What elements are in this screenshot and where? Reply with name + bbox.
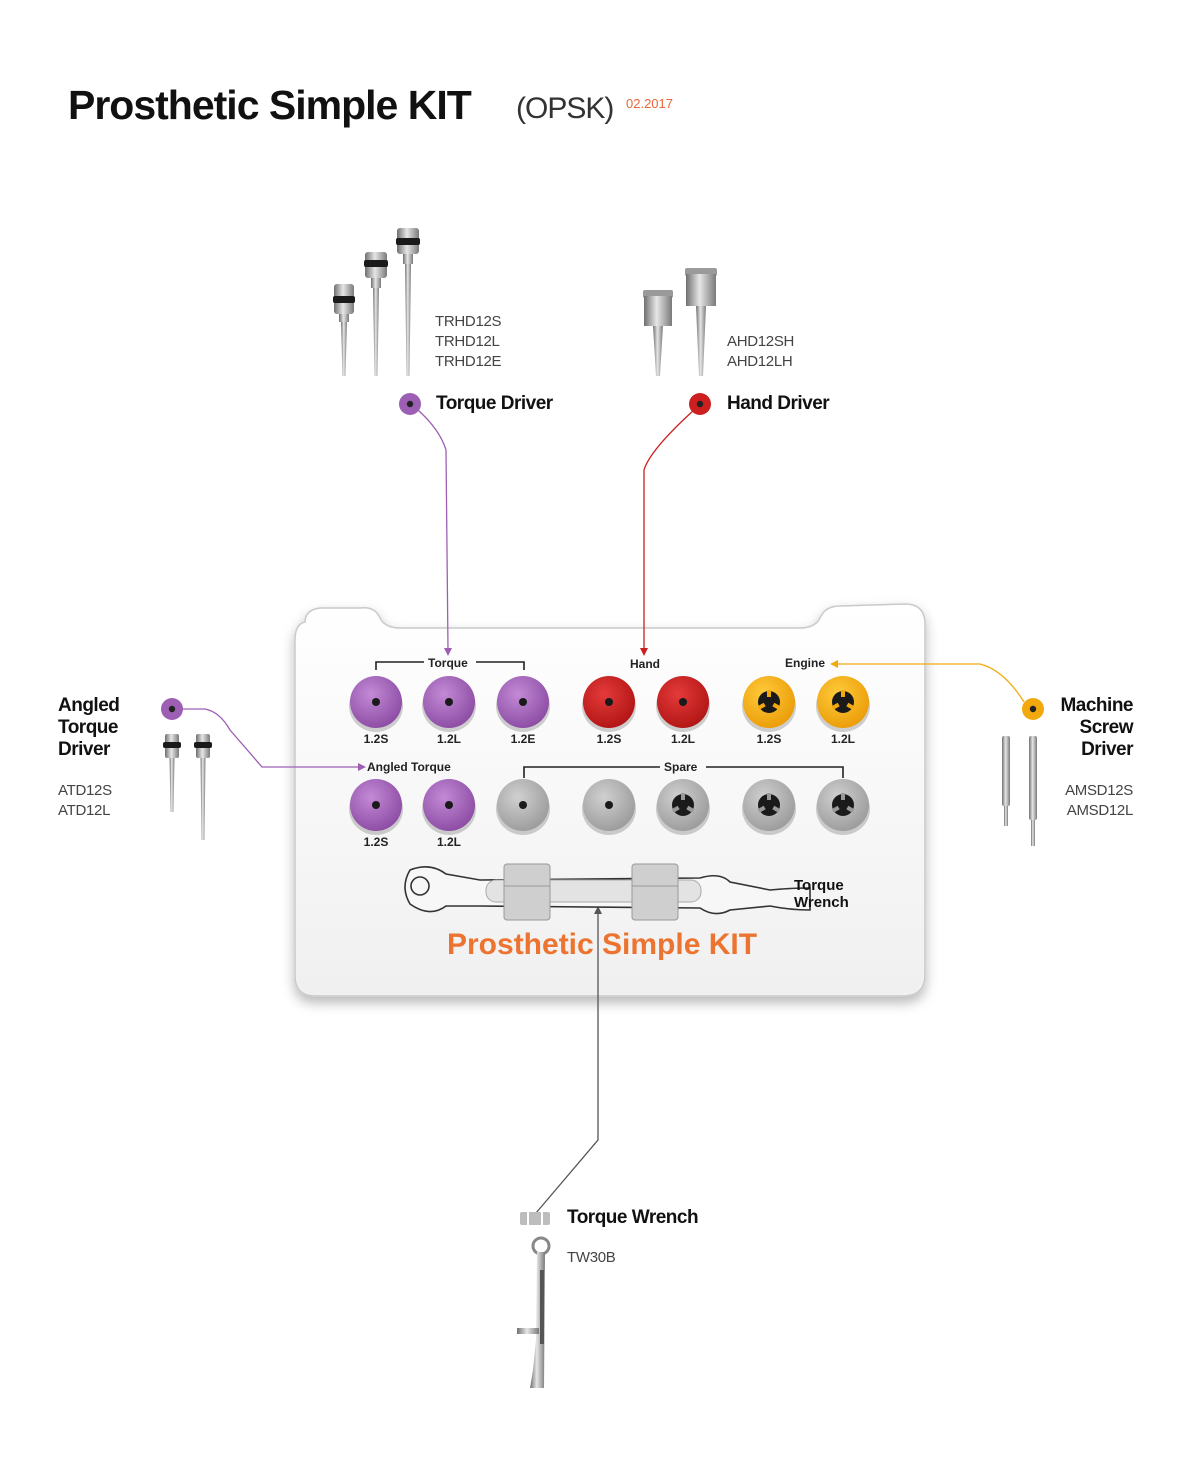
machine-label-line1: Machine [1060,695,1133,716]
connector-torque-driver [417,409,449,651]
machine-screw-driver-label: Machine Screw Driver [1033,695,1133,761]
angled-label-line2: Torque [58,717,118,738]
angled-label-line1: Angled [58,695,120,716]
tray-slot-label: 1.2S [757,732,782,746]
code-ahd12sh: AHD12SH [727,333,795,350]
code-trhd12s: TRHD12S [435,313,502,330]
hand-driver-codes: AHD12SH AHD12LH [727,332,794,372]
tray-torque-wrench [404,863,811,921]
revision-date: 02.2017 [626,96,673,111]
code-trhd12l: TRHD12L [435,333,500,350]
angled-torque-driver-label: Angled Torque Driver [58,695,120,761]
torque-wrench-code: TW30B [567,1249,616,1266]
code-trhd12e: TRHD12E [435,353,502,370]
angled-label-line3: Driver [58,739,110,760]
tray-slot-label: 1.2L [437,732,461,746]
tray-slot-row1-6: 1.2S [742,676,796,746]
page-title: Prosthetic Simple KIT [68,82,472,128]
tray-slot-row1-5: 1.2L [656,676,710,746]
code-ahd12lh: AHD12LH [727,353,793,370]
code-amsd12l: AMSD12L [1066,802,1134,819]
torque-driver-codes: TRHD12S TRHD12L TRHD12E [435,312,502,372]
tray-wrench-label-line2: Wrench [794,894,849,911]
tray-slot-row2-3 [496,779,550,835]
machine-screw-badge-icon [1022,698,1044,720]
tray-slot-row1-3: 1.2E [496,676,550,746]
tray-slot-row1-4: 1.2S [582,676,636,746]
torque-wrench-badge-icon [520,1212,550,1225]
tray-label-angled-torque: Angled Torque [367,760,451,774]
tray-slot-row2-5 [656,779,710,835]
tray-group-brackets [375,661,844,778]
code-atd12s: ATD12S [58,782,112,799]
machine-label-line2: Screw [1079,717,1134,738]
tray-slots: 1.2S 1.2L 1.2E 1.2S 1.2L 1.2S 1.2L 1.2S 1.2L [349,676,870,849]
tray-label-spare: Spare [664,760,698,774]
connector-angled-torque [182,708,360,768]
tray-slot-row2-4 [582,779,636,835]
torque-driver-instruments [333,228,420,376]
tray-slot-label: 1.2L [831,732,855,746]
tray-slot-label: 1.2E [511,732,536,746]
tray-slot-row2-7 [816,779,870,835]
angled-torque-driver-codes: ATD12S ATD12L [58,781,112,821]
torque-driver-badge-icon [399,393,421,415]
tray-slot-row1-7: 1.2L [816,676,870,746]
machine-screw-driver-codes: AMSD12S AMSD12L [1033,781,1133,821]
machine-label-line3: Driver [1081,739,1133,760]
torque-wrench-label: Torque Wrench [567,1207,699,1228]
connector-machine-screw [836,663,1025,703]
tray-slot-row1-2: 1.2L [422,676,476,746]
torque-driver-label: Torque Driver [436,393,553,414]
tray-slot-row2-6 [742,779,796,835]
connector-hand-driver [643,409,695,650]
tray-slot-row1-1: 1.2S [349,676,403,746]
tray-slot-label: 1.2L [437,835,461,849]
tray-slot-row2-1: 1.2S [349,779,403,849]
kit-code: (OPSK) [516,92,614,125]
hand-driver-instruments [643,268,717,376]
tray-wrench-label: Torque Wrench [794,877,849,911]
tray-label-hand: Hand [630,657,660,671]
machine-screw-driver-instruments [1002,736,1037,846]
tray-label-torque: Torque [428,656,468,670]
tray-slot-label: 1.2S [597,732,622,746]
tray-slot-label: 1.2S [364,732,389,746]
torque-wrench-instrument [517,1236,551,1388]
tray-label-engine: Engine [785,656,826,670]
tray-wrench-label-line1: Torque [794,877,844,894]
tray-title: Prosthetic Simple KIT [447,928,758,961]
angled-torque-badge-icon [161,698,183,720]
code-atd12l: ATD12L [58,802,111,819]
tray-slot-row2-2: 1.2L [422,779,476,849]
tray-slot-label: 1.2L [671,732,695,746]
connector-torque-wrench [535,912,599,1214]
hand-driver-label: Hand Driver [727,393,830,414]
angled-torque-driver-instruments [163,734,212,840]
tray-slot-label: 1.2S [364,835,389,849]
code-amsd12s: AMSD12S [1065,782,1133,799]
hand-driver-badge-icon [689,393,711,415]
